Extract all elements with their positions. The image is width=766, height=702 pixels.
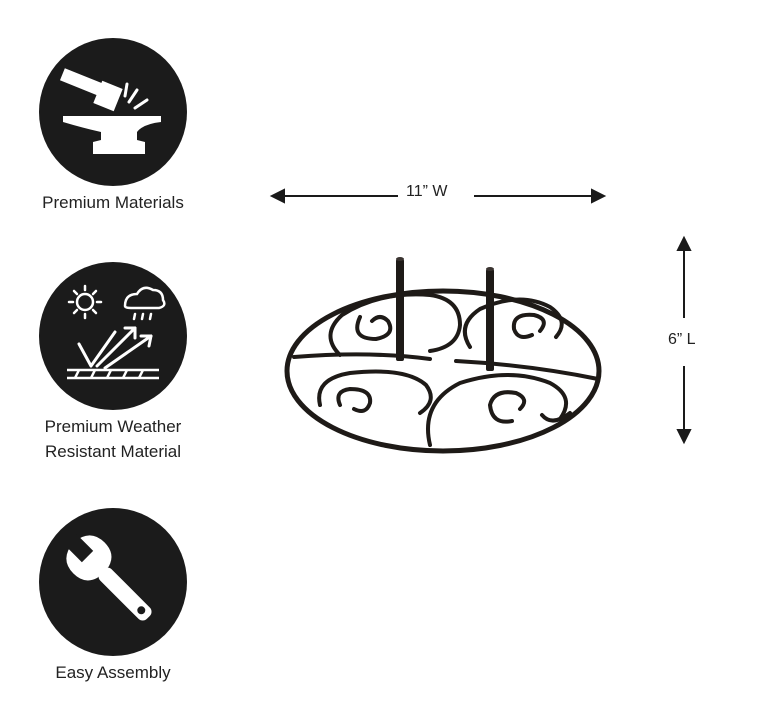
premium-materials-badge bbox=[39, 38, 187, 186]
feature-label-line2: Resistant Material bbox=[44, 442, 182, 461]
feature-easy-assembly: Easy Assembly bbox=[18, 508, 208, 685]
feature-label: Premium Materials bbox=[42, 193, 184, 212]
width-arrowhead-right bbox=[591, 188, 607, 204]
feature-weather-resistant: Premium Weather Resistant Material bbox=[18, 262, 208, 464]
weather-resistant-badge bbox=[39, 262, 187, 410]
outer-ring bbox=[284, 288, 602, 454]
iron-scroll-plant-stand bbox=[284, 257, 602, 454]
feature-label: Premium Weather Resistant Material bbox=[18, 414, 208, 464]
support-posts bbox=[396, 257, 494, 371]
feature-label-line1: Premium Weather bbox=[44, 417, 182, 436]
anvil-hammer-icon bbox=[59, 68, 161, 154]
weather-icon bbox=[67, 284, 166, 380]
feature-premium-materials: Premium Materials bbox=[18, 38, 208, 215]
easy-assembly-badge bbox=[39, 508, 187, 656]
width-dimension-label: 11” W bbox=[406, 183, 448, 200]
wrench-icon bbox=[64, 533, 152, 621]
height-arrowhead-top bbox=[676, 235, 692, 251]
height-dimension-label: 6” L bbox=[668, 331, 696, 348]
feature-label: Easy Assembly bbox=[55, 663, 171, 682]
height-arrowhead-bottom bbox=[676, 429, 692, 445]
width-arrowhead-left bbox=[269, 188, 285, 204]
